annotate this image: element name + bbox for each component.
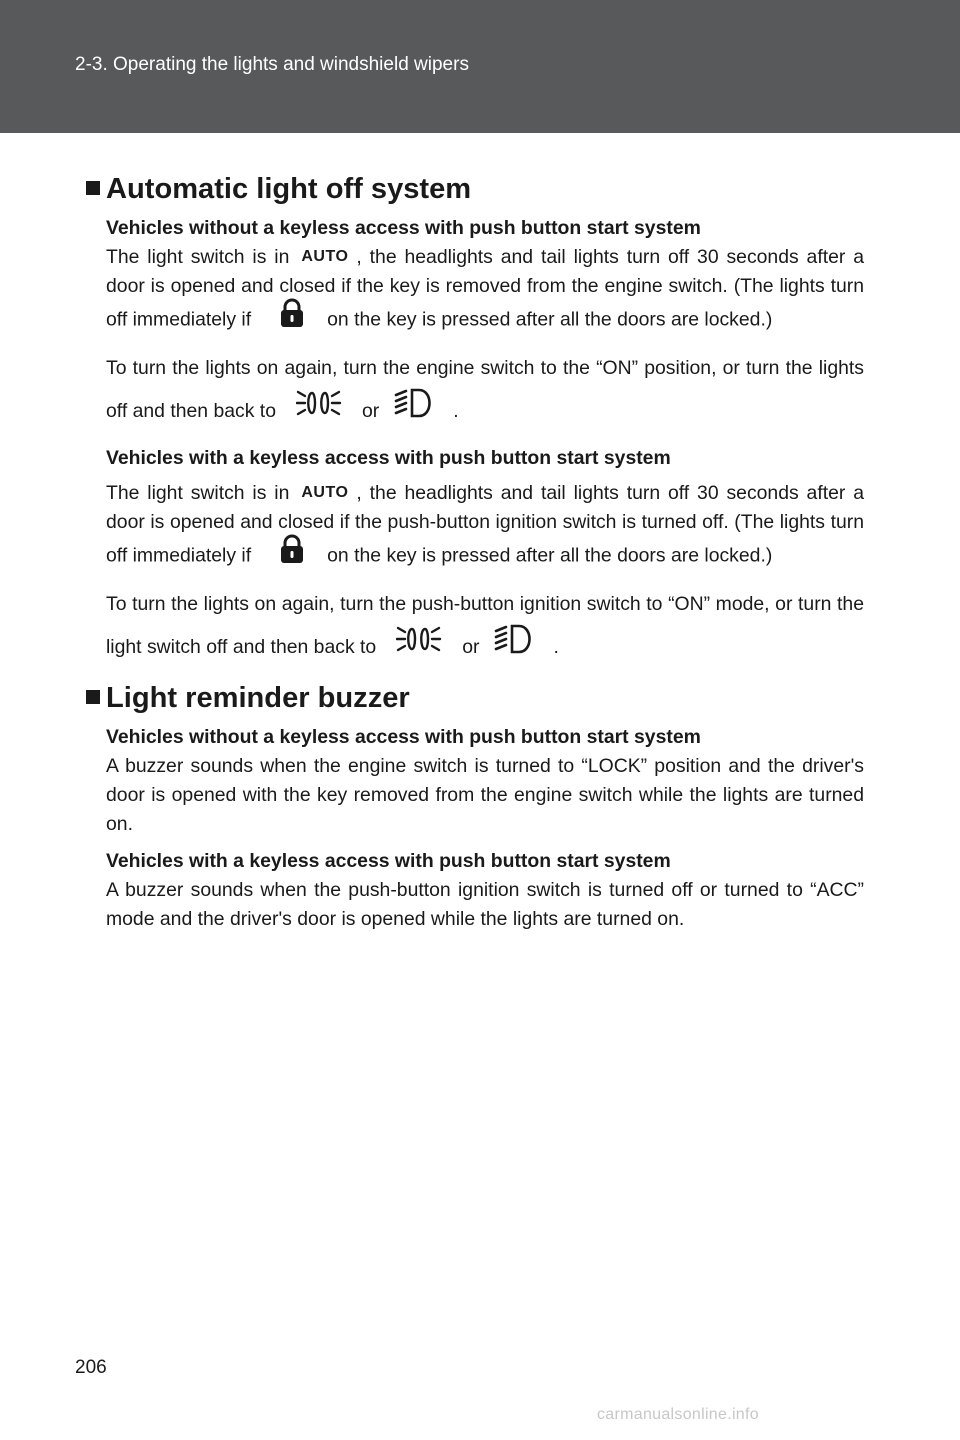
lock-icon <box>279 534 305 573</box>
black-square-icon <box>86 181 100 195</box>
watermark: carmanualsonline.info <box>597 1406 759 1423</box>
page-number: 206 <box>75 1357 107 1378</box>
subsection-with-keyless: Vehicles with a keyless access with push… <box>86 444 864 672</box>
headlight-icon <box>396 622 446 670</box>
subsection-without-keyless: Vehicles without a keyless access with p… <box>86 214 864 436</box>
page-header: 2-3. Operating the lights and windshield… <box>0 0 960 133</box>
subsection-title: Vehicles with a keyless access with push… <box>106 447 671 469</box>
headlight-icon <box>295 386 346 434</box>
subsection-buzzer-without-keyless: Vehicles without a keyless access with p… <box>86 723 864 839</box>
paragraph: A buzzer sounds when the engine switch i… <box>106 755 864 835</box>
header-title: 2-3. Operating the lights and windshield… <box>75 54 469 75</box>
subsection-buzzer-with-keyless: Vehicles with a keyless access with push… <box>86 847 864 934</box>
low-beam-icon <box>493 622 539 670</box>
section-title-light-reminder-buzzer: Light reminder buzzer <box>86 683 864 713</box>
subsection-title: Vehicles without a keyless access with p… <box>106 217 701 239</box>
paragraph: To turn the lights on again, turn the en… <box>106 348 864 436</box>
page-content: Automatic light off system Vehicles with… <box>86 174 864 942</box>
auto-icon: AUTO <box>301 247 349 265</box>
subsection-title: Vehicles with a keyless access with push… <box>106 850 671 872</box>
black-square-icon <box>86 690 100 704</box>
subsection-title: Vehicles without a keyless access with p… <box>106 726 701 748</box>
paragraph: A buzzer sounds when the push-button ign… <box>106 879 864 930</box>
lock-icon <box>279 298 305 337</box>
paragraph: To turn the lights on again, turn the pu… <box>106 584 864 672</box>
section-title-automatic-light-off: Automatic light off system <box>86 174 864 204</box>
auto-icon: AUTO <box>301 483 349 501</box>
low-beam-icon <box>393 386 439 434</box>
